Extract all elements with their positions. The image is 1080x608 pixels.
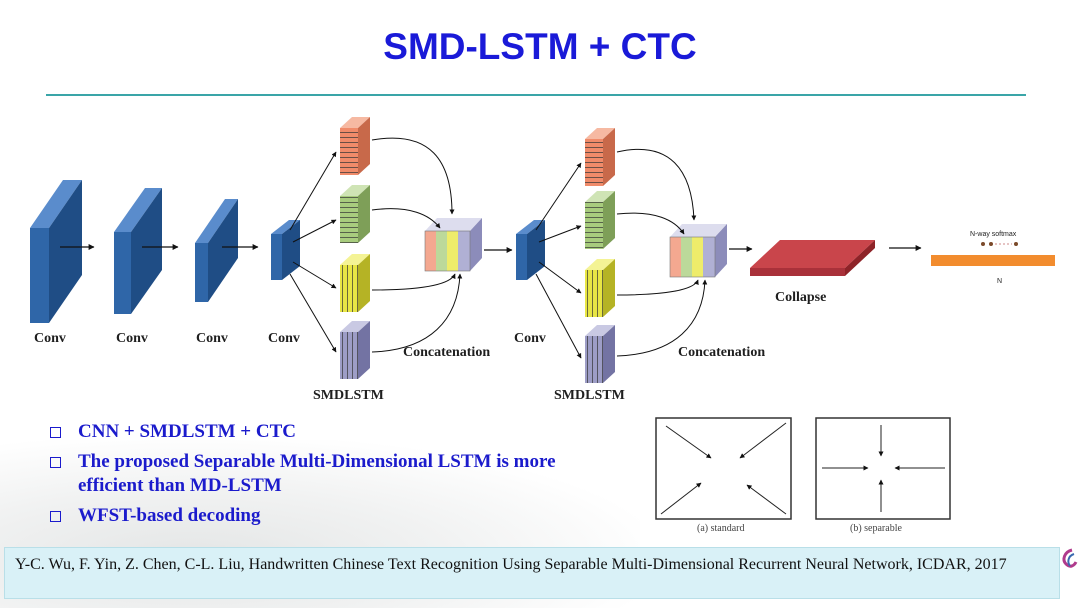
concat2-label: Concatenation: [678, 345, 765, 360]
smdlstm1-yellow-block: [340, 254, 370, 312]
bullet-text: WFST-based decoding: [78, 505, 261, 526]
arrow-conv4-lstm-yellow: [292, 261, 337, 289]
smdlstm2-orange-block: [585, 128, 615, 186]
arrow-lstm-green-concat1: [371, 208, 441, 229]
collapse-label: Collapse: [775, 290, 826, 305]
arrow-lstm2-purple-concat2: [616, 279, 708, 357]
smdlstm2-purple-block: [585, 325, 615, 383]
arrow-lstm2-orange-concat2: [616, 148, 697, 221]
arrow-conv5-lstm-green: [538, 225, 582, 243]
smdlstm2-green-block: [585, 191, 615, 249]
conv4-label: Conv: [268, 331, 300, 346]
concat1-label: Concatenation: [403, 345, 490, 360]
inset-caption-standard: (a) standard: [697, 523, 744, 534]
citation-box: Y-C. Wu, F. Yin, Z. Chen, C-L. Liu, Hand…: [4, 547, 1060, 599]
conv3-label: Conv: [196, 331, 228, 346]
arrow-conv5-lstm-purple: [535, 273, 582, 359]
conv1-label: Conv: [34, 331, 66, 346]
title-rule: [46, 94, 1026, 96]
arrow-lstm2-yellow-concat2: [616, 279, 699, 296]
arrow-lstm2-green-concat2: [616, 212, 685, 235]
smdlstm1-purple-block: [340, 321, 370, 379]
smdlstm1-label: SMDLSTM: [313, 388, 384, 403]
bullet-box-icon: [50, 511, 61, 522]
bullet-box-icon: [50, 457, 61, 468]
bullet-item: CNN + SMDLSTM + CTC: [50, 420, 610, 444]
arrow-conv5-lstm-yellow: [538, 261, 582, 294]
slide-title: SMD-LSTM + CTC: [383, 26, 697, 67]
smdlstm1-green-block: [340, 185, 370, 243]
conv5-label: Conv: [514, 331, 546, 346]
conv-block-1: [30, 180, 82, 323]
collapse-slab: [750, 240, 875, 276]
arrow-conv4-lstm-purple: [289, 273, 337, 353]
bullet-box-icon: [50, 427, 61, 438]
n-label: N: [997, 278, 1002, 285]
arrow-conv4-lstm-green: [292, 219, 337, 243]
bullet-text: CNN + SMDLSTM + CTC: [78, 421, 296, 442]
softmax-label: N-way softmax: [970, 231, 1017, 238]
arrow-conv4-lstm-orange: [289, 151, 337, 231]
inset-separable: [815, 417, 951, 520]
inset-standard: [655, 417, 792, 520]
arrow-lstm-purple-concat1: [371, 273, 463, 353]
smdlstm2-label: SMDLSTM: [554, 388, 625, 403]
smdlstm2-yellow-block: [585, 259, 615, 317]
arrow-lstm-yellow-concat1: [371, 273, 456, 291]
concatenation-stack-2: [669, 224, 727, 278]
bullet-list: CNN + SMDLSTM + CTC The proposed Separab…: [50, 420, 610, 534]
bullet-text: The proposed Separable Multi-Dimensional…: [78, 451, 556, 496]
softmax-bar: [931, 255, 1055, 266]
arrow-lstm-orange-concat1: [371, 137, 455, 215]
softmax-dots: [981, 242, 1018, 246]
conv-block-3: [195, 199, 238, 302]
conv-block-4: [271, 220, 300, 280]
conv-block-5: [516, 220, 545, 280]
bullet-item: The proposed Separable Multi-Dimensional…: [50, 450, 610, 498]
bullet-item: WFST-based decoding: [50, 504, 610, 528]
conv-block-2: [114, 188, 162, 314]
conv2-label: Conv: [116, 331, 148, 346]
concatenation-stack-1: [424, 218, 482, 272]
logo-icon: [1062, 548, 1078, 568]
inset-caption-separable: (b) separable: [850, 523, 902, 534]
arrow-conv5-lstm-orange: [535, 162, 582, 231]
smdlstm1-orange-block: [340, 117, 370, 175]
